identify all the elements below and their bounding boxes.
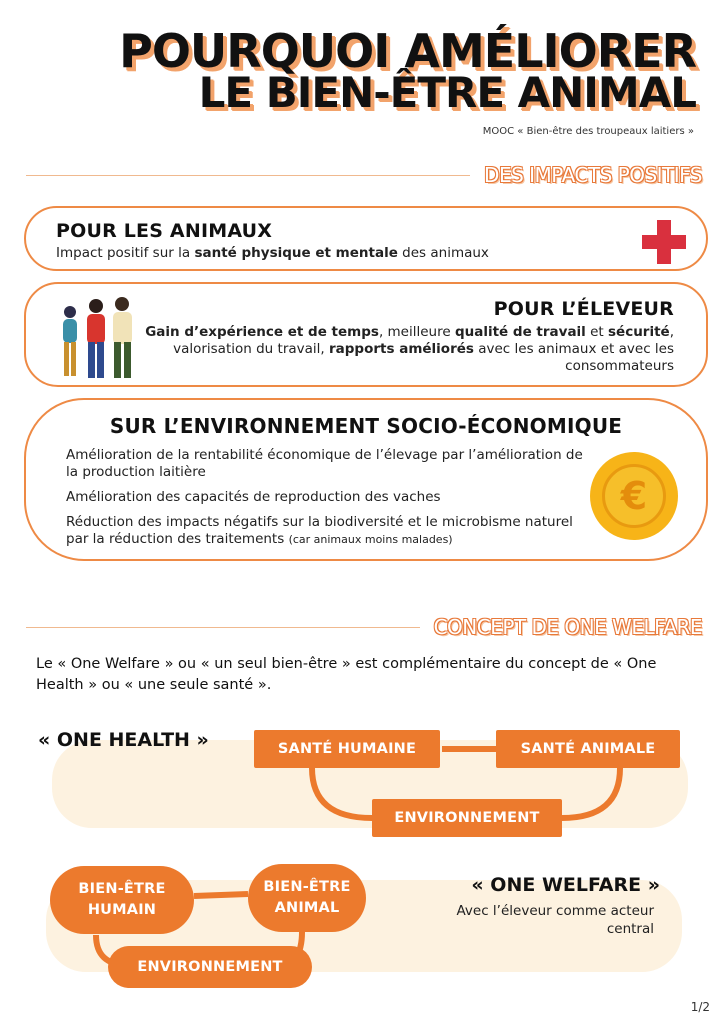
section-divider: [26, 626, 420, 628]
box-environnement-welfare: ENVIRONNEMENT: [108, 946, 312, 988]
text: , meilleure: [378, 324, 455, 340]
section-title-concept: CONCEPT DE ONE WELFARE: [433, 615, 703, 639]
section-impacts-header: DES IMPACTS POSITIFS: [26, 160, 702, 190]
bold-text: sécurité: [608, 324, 670, 340]
one-welfare-description: Avec l’éleveur comme acteur central: [456, 903, 654, 937]
section-concept-header: CONCEPT DE ONE WELFARE: [26, 612, 703, 642]
text: et: [585, 324, 608, 340]
environnement-list: Amélioration de la rentabilité économiqu…: [66, 447, 586, 556]
bold-text: qualité de travail: [454, 324, 586, 340]
section-title-impacts: DES IMPACTS POSITIFS: [484, 163, 702, 187]
text: avec les animaux et avec les consommateu…: [473, 341, 674, 374]
box-sante-humaine: SANTÉ HUMAINE: [254, 730, 440, 768]
card-animaux: POUR LES ANIMAUX Impact positif sur la s…: [24, 206, 708, 271]
list-item: Réduction des impacts négatifs sur la bi…: [66, 514, 573, 547]
euro-coin-icon: €: [590, 452, 678, 540]
euro-symbol: €: [602, 464, 666, 528]
list-item: Amélioration des capacités de reproducti…: [66, 489, 441, 505]
box-sante-animale: SANTÉ ANIMALE: [496, 730, 680, 768]
concept-intro: Le « One Welfare » ou « un seul bien-êtr…: [36, 656, 657, 693]
page-number: 1/2: [690, 1000, 710, 1014]
section-divider: [26, 174, 471, 176]
card-eleveur-text: Gain d’expérience et de temps, meilleure…: [114, 324, 674, 375]
people-group-icon: [63, 297, 132, 378]
card-animaux-text: Impact positif sur la santé physique et …: [56, 245, 489, 261]
text: , valorisation du travail,: [173, 324, 674, 357]
card-environnement-title: SUR L’ENVIRONNEMENT SOCIO-ÉCONOMIQUE: [109, 414, 623, 438]
list-item: Amélioration de la rentabilité économiqu…: [66, 447, 583, 480]
subtitle: MOOC « Bien-être des troupeaux laitiers …: [482, 126, 694, 137]
box-bien-etre-animal: BIEN-ÊTRE ANIMAL: [248, 864, 366, 932]
one-health-label: « ONE HEALTH »: [38, 729, 209, 751]
box-environnement-health: ENVIRONNEMENT: [372, 799, 562, 837]
bold-text: Gain d’expérience et de temps: [145, 324, 379, 340]
page-title-line1: POURQUOI AMÉLIORER: [119, 24, 697, 78]
card-environnement: SUR L’ENVIRONNEMENT SOCIO-ÉCONOMIQUE Amé…: [24, 398, 708, 561]
one-welfare-label: « ONE WELFARE »: [471, 874, 660, 896]
bold-text: rapports améliorés: [329, 341, 474, 357]
card-eleveur-title: POUR L’ÉLEVEUR: [493, 298, 674, 320]
page-title-line2: LE BIEN-ÊTRE ANIMAL: [198, 68, 697, 117]
card-eleveur: POUR L’ÉLEVEUR Gain d’expérience et de t…: [24, 282, 708, 387]
card-animaux-title: POUR LES ANIMAUX: [56, 220, 273, 242]
box-bien-etre-humain: BIEN-ÊTRE HUMAIN: [50, 866, 194, 934]
red-cross-icon: [642, 220, 686, 264]
